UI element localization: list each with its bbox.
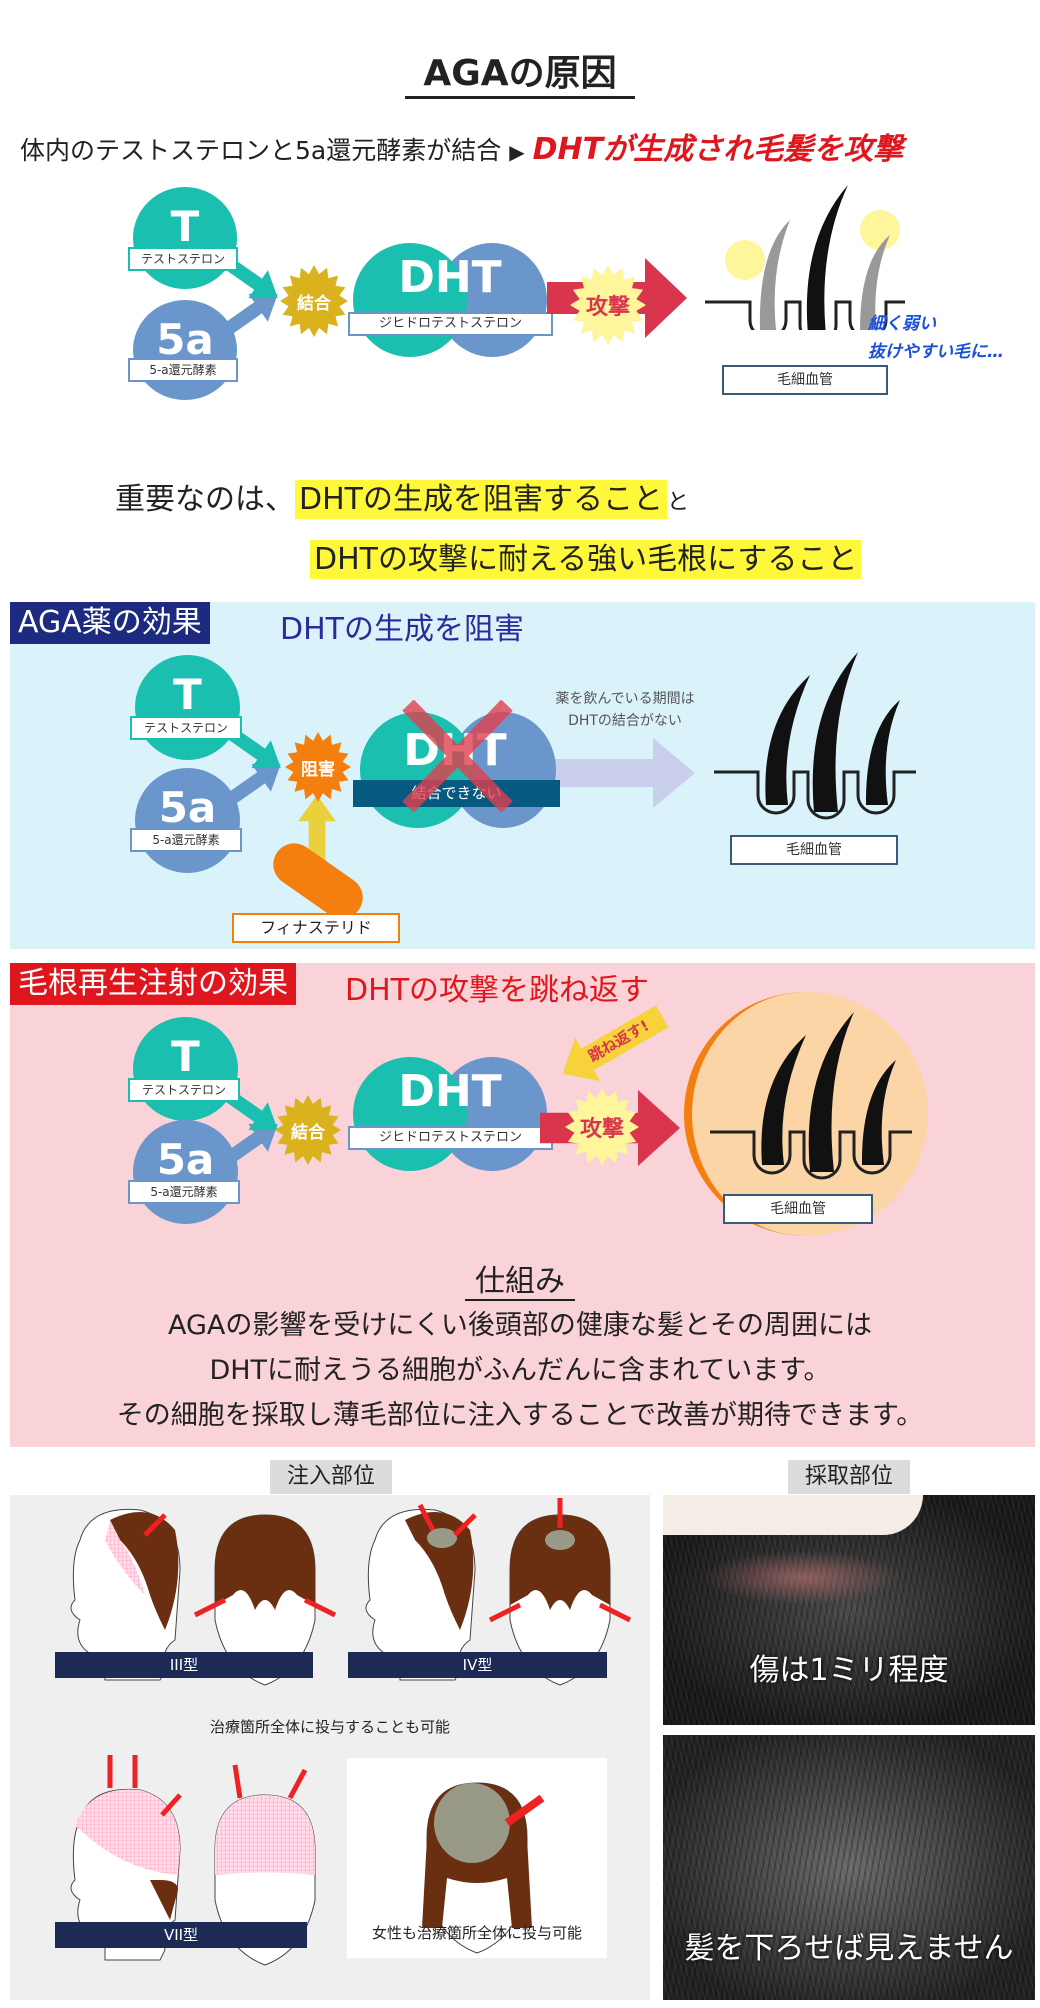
important-lead: 重要なのは、 [115, 482, 295, 517]
female-head [422, 1782, 545, 1954]
type3-label: III型 [55, 1652, 313, 1678]
weak-hair-note-line1: 細く弱い [868, 314, 936, 334]
important-line2: DHTの攻撃に耐える強い毛根にすること [310, 534, 862, 579]
aga-cause-diagram: T テストステロン 5a 5-a還元酵素 結合 DHT ジヒドロテストステロン … [0, 0, 1040, 420]
capillary-label: 毛細血管 [722, 365, 888, 395]
weak-hair-note-line2: 抜けやすい毛に… [868, 342, 1004, 362]
testosterone-label: テストステロン [130, 716, 242, 740]
type7-front-head [214, 1764, 316, 1966]
injection-site-label: 注入部位 [270, 1460, 392, 1494]
bind-burst: 結合 [280, 265, 348, 337]
mechanism-line2: DHTに耐えうる細胞がふんだんに含まれています。 [209, 1355, 831, 1386]
type4-label: IV型 [348, 1652, 607, 1678]
reductase-label: 5-a還元酵素 [128, 1180, 240, 1204]
mechanism-line3: その細胞を採取し薄毛部位に注入することで改善が期待できます。 [116, 1400, 924, 1431]
block-burst: 阻害 [285, 732, 351, 802]
photo2-caption: 髪を下ろせば見えません [684, 1931, 1014, 1966]
glove [663, 1495, 923, 1535]
dht-circle-left [353, 243, 467, 357]
testosterone-circle: T [135, 655, 240, 760]
subtitle: 体内のテストステロンと5a還元酵素が結合 ▶ DHTが生成され毛髪を攻撃 [20, 124, 903, 168]
reductase-circle: 5a [133, 1120, 238, 1224]
note-line1: 薬を飲んでいる期間は [555, 691, 695, 707]
harvest-photo-covered: 髪を下ろせば見えません [663, 1735, 1035, 2000]
attack-burst: 攻撃 [565, 1088, 639, 1166]
injection-diagram: T テストステロン 5a 5-a還元酵素 結合 DHT ジヒドロテストステロン … [128, 992, 928, 1236]
important-highlight2: DHTの攻撃に耐える強い毛根にすること [310, 540, 862, 579]
male-pattern-heads-illustration [70, 1498, 632, 1966]
capillary-label: 毛細血管 [723, 1194, 873, 1224]
harvest-site-label: 採取部位 [788, 1460, 910, 1494]
reductase-circle: 5a [135, 768, 240, 873]
healthy-hair-illustration [714, 652, 916, 820]
type3-front-head [193, 1514, 337, 1686]
testosterone-circle: T [133, 1017, 238, 1121]
type3-side-head [70, 1508, 181, 1681]
dht-label: ジヒドロテストステロン [348, 312, 553, 336]
whole-area-note: 治療箇所全体に投与することも可能 [209, 1718, 450, 1736]
testosterone-label: テストステロン [128, 1078, 240, 1102]
page-title: AGAの原因 [0, 44, 1040, 99]
subtitle-lead: 体内のテストステロンと5a還元酵素が結合 [20, 136, 502, 165]
reductase-label: 5-a還元酵素 [130, 828, 242, 852]
medicine-diagram: T テストステロン 5a 5-a還元酵素 フィナステリド 阻害 DHT 結合でき… [0, 0, 1040, 960]
important-highlight1: DHTの生成を阻害すること [295, 480, 667, 519]
dht-label: ジヒドロテストステロン [348, 1126, 553, 1150]
cross-icon [402, 700, 513, 812]
subtitle-emphasis: DHTが生成され毛髪を攻撃 [532, 132, 904, 167]
dht-text: DHT [398, 1066, 502, 1117]
female-note: 女性も治療箇所全体に投与可能 [371, 1924, 582, 1942]
harvest-photo-scar: 傷は1ミリ程度 [663, 1495, 1035, 1725]
type7-side-head [70, 1755, 182, 1961]
injection-subheader: DHTの攻撃を跳ね返す [345, 973, 649, 1008]
scar-area [703, 1550, 903, 1605]
strong-hair-illustration [710, 1012, 912, 1180]
medicine-header: AGA薬の効果 [10, 602, 210, 644]
mechanism-title: 仕組み [0, 1256, 1040, 1301]
weak-hair-illustration [705, 185, 905, 330]
testosterone-circle: T [133, 187, 237, 289]
important-and: と [666, 490, 689, 515]
triangle-icon: ▶ [509, 140, 525, 164]
medicine-subheader: DHTの生成を阻害 [280, 612, 524, 647]
photo1-caption: 傷は1ミリ程度 [749, 1653, 949, 1688]
type4-front-head [488, 1498, 632, 1686]
dht-circle-left [353, 1057, 467, 1171]
type7-label: VII型 [55, 1922, 307, 1948]
mechanism-line1: AGAの影響を受けにくい後頭部の健康な髪とその周囲には [167, 1310, 873, 1341]
reductase-circle: 5a [133, 300, 237, 400]
testosterone-label: テストステロン [128, 247, 238, 271]
dht-text: DHT [398, 252, 502, 303]
type4-side-head [365, 1503, 477, 1681]
attack-burst: 攻撃 [570, 265, 646, 345]
capillary-label: 毛細血管 [730, 835, 898, 865]
important-line1: 重要なのは、DHTの生成を阻害することと [115, 474, 689, 519]
no-binding-note: 薬を飲んでいる期間は DHTの結合がない [530, 688, 720, 732]
bind-burst: 結合 [275, 1095, 341, 1165]
finasteride-label: フィナステリド [232, 913, 400, 943]
reductase-label: 5-a還元酵素 [128, 358, 238, 382]
note-line2: DHTの結合がない [568, 713, 682, 729]
weak-hair-note: 細く弱い 抜けやすい毛に… [868, 310, 1004, 366]
injection-header: 毛根再生注射の効果 [10, 963, 296, 1005]
